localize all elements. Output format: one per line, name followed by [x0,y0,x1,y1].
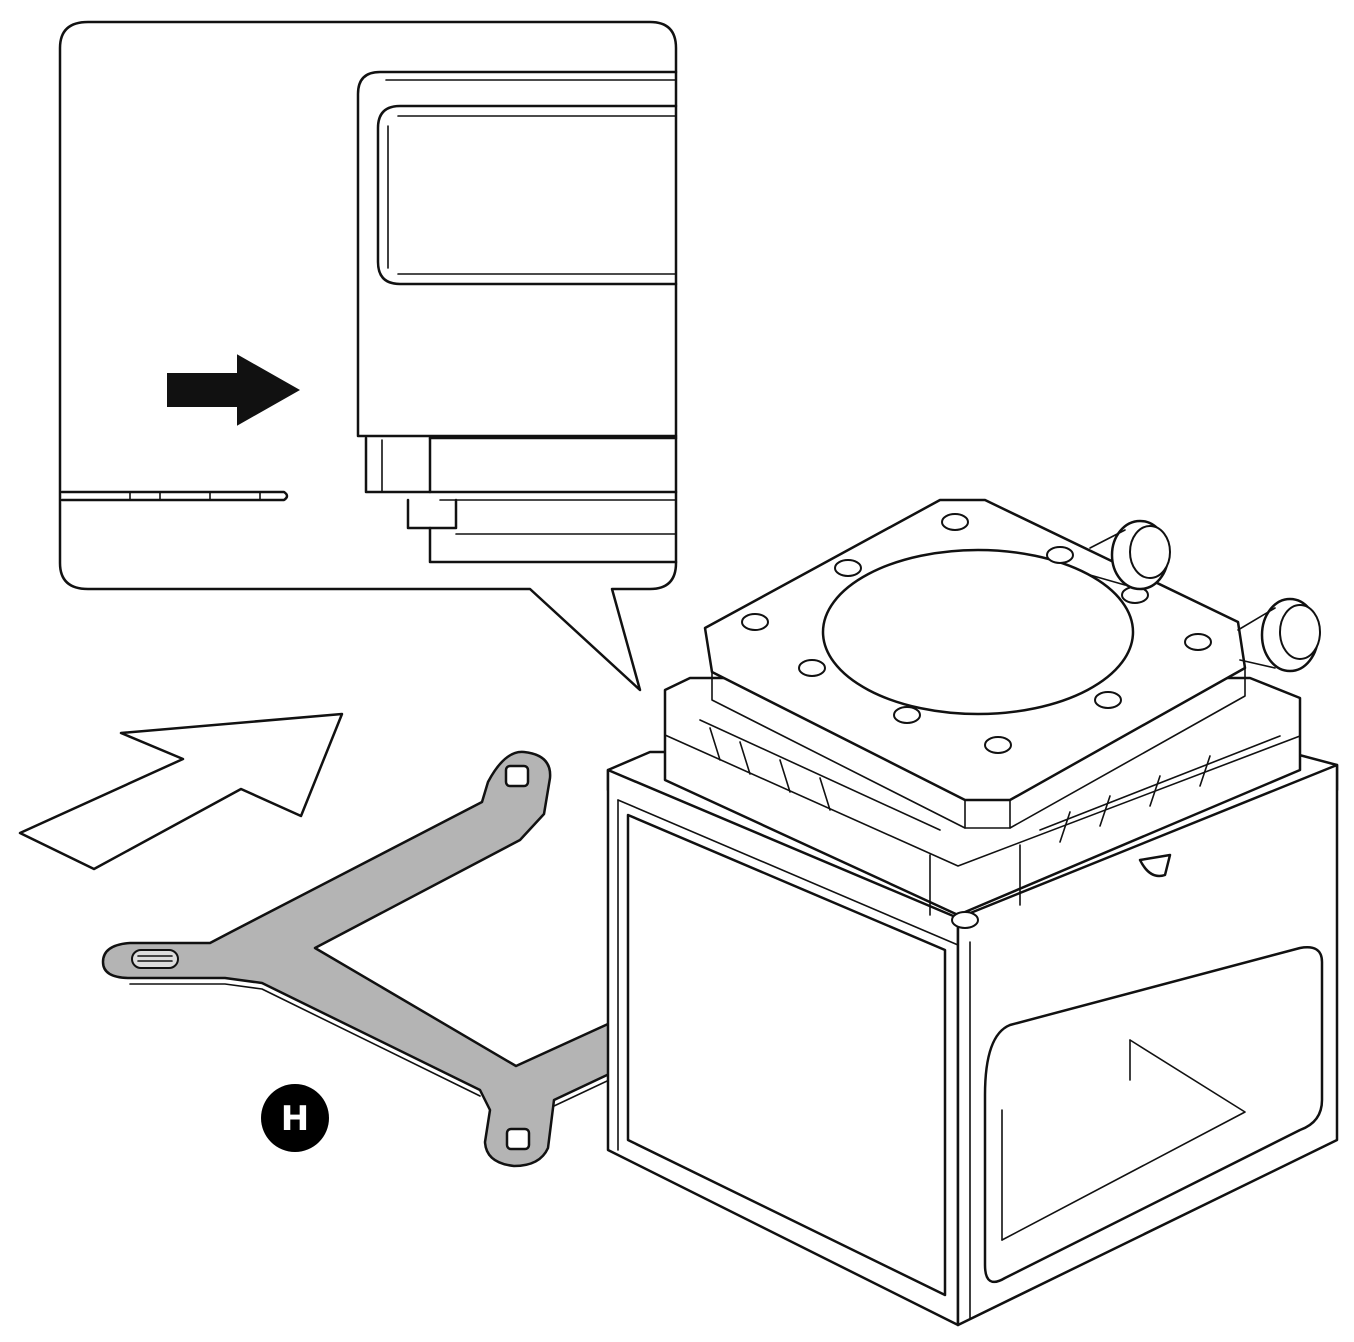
part-label: H [281,1099,309,1139]
bracket-hole [505,1127,531,1151]
callout-detail [60,70,678,564]
zoom-callout [58,20,678,692]
solid-arrow-icon [167,354,301,426]
pump-block [606,498,1339,1327]
base-frame-right [956,763,1339,1327]
hose-fitting [1089,519,1171,591]
outline-arrow-icon [18,712,344,871]
hose-fitting [1237,597,1321,673]
part-label-badge: H [261,1084,329,1152]
cold-plate-disc [821,548,1135,716]
screw-holes [741,513,1212,929]
bracket-slot [131,949,179,969]
bracket-hole [504,764,530,788]
callout-bubble [58,20,678,692]
